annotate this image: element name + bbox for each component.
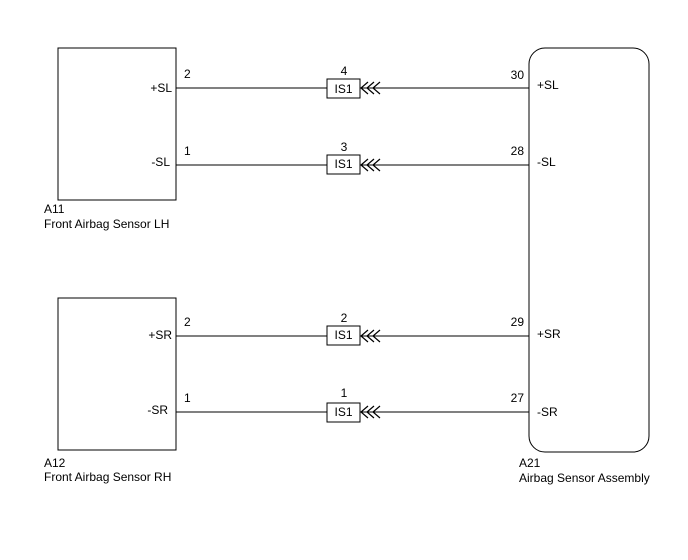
a12-pin-top-label: +SR — [148, 328, 172, 342]
a11-pin-bot-num: 1 — [184, 144, 191, 158]
a12-pin-top-num: 2 — [184, 315, 191, 329]
chevron-left-icon — [360, 158, 381, 172]
a21-pin-30-label: +SL — [537, 78, 559, 92]
a21-name: Airbag Sensor Assembly — [519, 471, 650, 485]
a11-pin-top-label: +SL — [150, 81, 172, 95]
chevron-left-icon — [360, 81, 381, 95]
a21-pin-27-num: 27 — [511, 391, 525, 405]
a21-pin-28-num: 28 — [511, 144, 525, 158]
connector-is1-pin1 — [326, 402, 361, 423]
connector-is1-pin4-num: 4 — [341, 64, 348, 78]
connector-is1-pin1-num: 1 — [341, 386, 348, 400]
a11-pin-top-num: 2 — [184, 67, 191, 81]
connector-is1-pin2-num: 2 — [341, 311, 348, 325]
a12-code: A12 — [44, 456, 66, 470]
a12-pin-bot-label: -SR — [147, 403, 168, 417]
a21-pin-29-label: +SR — [537, 327, 561, 341]
connector-is1-pin4-label: IS1 — [334, 82, 352, 96]
a11-name: Front Airbag Sensor LH — [44, 217, 169, 231]
chevron-left-icon — [360, 405, 381, 419]
connector-is1-pin3-num: 3 — [341, 140, 348, 154]
a12-name: Front Airbag Sensor RH — [44, 470, 171, 484]
component-a12-box — [57, 297, 177, 451]
a21-pin-30-num: 30 — [511, 68, 525, 82]
a11-pin-bot-label: -SL — [151, 155, 170, 169]
a21-pin-28-label: -SL — [537, 155, 556, 169]
component-a11-box — [57, 47, 177, 201]
component-a21-box — [528, 47, 650, 453]
connector-is1-pin2-label: IS1 — [334, 328, 352, 342]
connector-is1-pin3-label: IS1 — [334, 157, 352, 171]
a21-pin-27-label: -SR — [537, 405, 558, 419]
a12-pin-bot-num: 1 — [184, 391, 191, 405]
connector-is1-pin4 — [326, 78, 361, 99]
connector-is1-pin2 — [326, 325, 361, 346]
connector-is1-pin3 — [326, 154, 361, 175]
chevron-left-icon — [360, 329, 381, 343]
connector-is1-pin1-label: IS1 — [334, 405, 352, 419]
a21-code: A21 — [519, 456, 541, 470]
a21-pin-29-num: 29 — [511, 315, 525, 329]
a11-code: A11 — [44, 202, 65, 216]
